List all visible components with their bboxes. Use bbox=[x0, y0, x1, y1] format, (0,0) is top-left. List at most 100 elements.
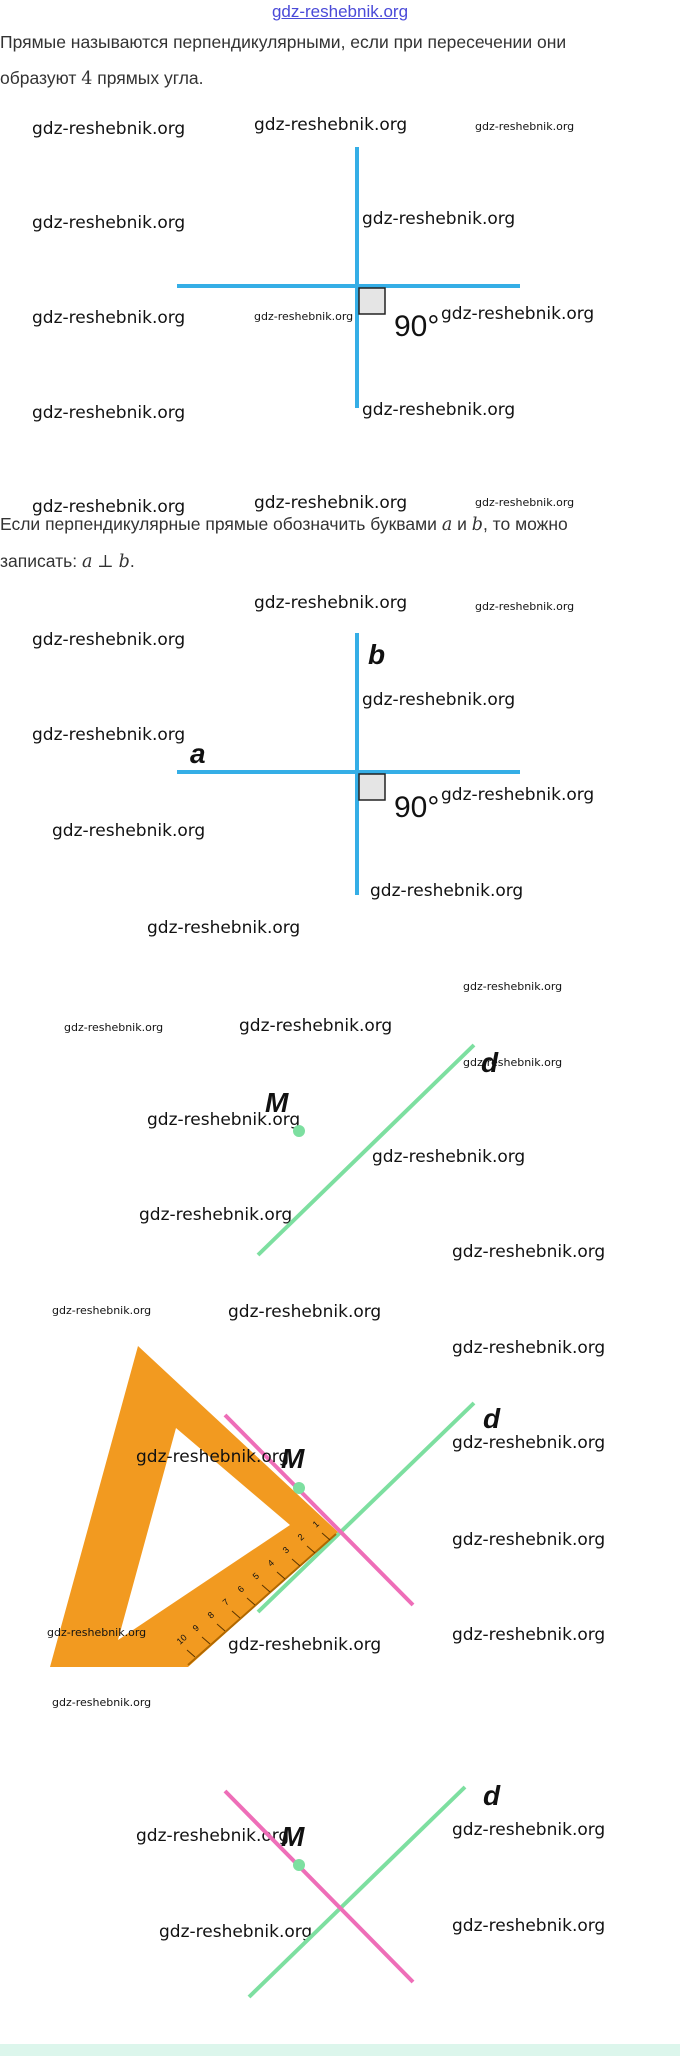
watermark: gdz-reshebnik.org bbox=[362, 690, 515, 710]
ruler-tick-label: 2 bbox=[296, 1532, 306, 1543]
watermark: gdz-reshebnik.org bbox=[147, 1110, 300, 1130]
ruler-tick-label: 9 bbox=[191, 1623, 201, 1634]
watermark: gdz-reshebnik.org bbox=[452, 1625, 605, 1645]
watermark: gdz-reshebnik.org bbox=[254, 115, 407, 135]
perpendicular-line bbox=[223, 1413, 415, 1607]
point-m bbox=[293, 1125, 305, 1137]
ruler-tick-label: 10 bbox=[175, 1632, 189, 1646]
var-b: b bbox=[471, 515, 483, 535]
watermark: gdz-reshebnik.org bbox=[463, 980, 562, 993]
ruler-tick-label: 1 bbox=[311, 1519, 321, 1530]
watermark: gdz-reshebnik.org bbox=[239, 1016, 392, 1036]
point-m bbox=[293, 1482, 305, 1494]
watermark: gdz-reshebnik.org bbox=[254, 593, 407, 613]
footer-bar bbox=[0, 2044, 680, 2056]
perpendicular-line bbox=[223, 1789, 415, 1984]
watermark: gdz-reshebnik.org bbox=[475, 600, 574, 613]
line-d bbox=[247, 1785, 467, 1999]
definition-line2-pre: образуют bbox=[0, 68, 82, 88]
notation-line2-pre: записать: bbox=[0, 551, 82, 571]
label-m: M bbox=[265, 1087, 289, 1118]
definition-line1: Прямые называются перпендикулярными, есл… bbox=[0, 32, 567, 52]
figure-line-d-point-m: gdz-reshebnik.org gdz-reshebnik.org gdz-… bbox=[64, 980, 605, 1262]
perp-symbol: ⊥ bbox=[97, 552, 114, 572]
watermark: gdz-reshebnik.org bbox=[32, 725, 185, 745]
watermark: gdz-reshebnik.org bbox=[52, 1304, 151, 1317]
watermark: gdz-reshebnik.org bbox=[159, 1922, 312, 1942]
and-word: и bbox=[452, 514, 472, 534]
notation-paragraph: Если перпендикулярные прямые обозначить … bbox=[0, 506, 568, 580]
figure-perpendicular-through-m: gdz-reshebnik.org gdz-reshebnik.org gdz-… bbox=[136, 1780, 605, 1999]
line-d bbox=[256, 1401, 476, 1614]
watermark: gdz-reshebnik.org bbox=[452, 1820, 605, 1840]
point-m bbox=[293, 1859, 305, 1871]
watermark: gdz-reshebnik.org bbox=[136, 1447, 289, 1467]
label-d: d bbox=[483, 1780, 501, 1811]
watermark: gdz-reshebnik.org bbox=[475, 120, 574, 133]
figure-triangle-construction: gdz-reshebnik.org gdz-reshebnik.org gdz-… bbox=[47, 1302, 605, 1709]
watermark: gdz-reshebnik.org bbox=[362, 209, 515, 229]
watermark: gdz-reshebnik.org bbox=[452, 1433, 605, 1453]
watermark: gdz-reshebnik.org bbox=[475, 496, 574, 509]
figure4-watermarks: gdz-reshebnik.org gdz-reshebnik.org gdz-… bbox=[52, 1302, 605, 1709]
number-four: 4 bbox=[81, 69, 93, 89]
watermark: gdz-reshebnik.org bbox=[370, 881, 523, 901]
watermark: gdz-reshebnik.org bbox=[372, 1147, 525, 1167]
ruler-tick-label: 8 bbox=[206, 1610, 216, 1621]
ruler-tick-labels: 1 2 3 4 5 6 7 8 9 10 bbox=[175, 1519, 321, 1647]
notation-line2-post: . bbox=[129, 551, 135, 571]
figure3-watermarks: gdz-reshebnik.org gdz-reshebnik.org gdz-… bbox=[64, 980, 605, 1262]
watermark: gdz-reshebnik.org bbox=[463, 1056, 562, 1069]
watermark: gdz-reshebnik.org bbox=[452, 1916, 605, 1936]
label-b: b bbox=[368, 639, 385, 670]
var-a: a bbox=[441, 515, 453, 535]
watermark: gdz-reshebnik.org bbox=[362, 400, 515, 420]
watermark: gdz-reshebnik.org bbox=[32, 630, 185, 650]
definition-line2-post: прямых угла. bbox=[92, 68, 204, 88]
watermark: gdz-reshebnik.org bbox=[47, 1626, 146, 1639]
watermark: gdz-reshebnik.org bbox=[452, 1530, 605, 1550]
watermark: gdz-reshebnik.org bbox=[147, 918, 300, 938]
label-m: M bbox=[281, 1821, 305, 1852]
watermark: gdz-reshebnik.org bbox=[441, 785, 594, 805]
right-angle-marker bbox=[358, 773, 386, 801]
watermark: gdz-reshebnik.org bbox=[228, 1302, 381, 1322]
ruler-tick-label: 5 bbox=[251, 1571, 261, 1582]
watermark: gdz-reshebnik.org bbox=[32, 497, 185, 517]
ruler-scale bbox=[186, 1532, 331, 1658]
figure1-watermarks: gdz-reshebnik.org gdz-reshebnik.org gdz-… bbox=[32, 115, 594, 517]
watermark: gdz-reshebnik.org bbox=[32, 308, 185, 328]
ruler-edge bbox=[187, 1533, 337, 1666]
watermark: gdz-reshebnik.org bbox=[136, 1826, 289, 1846]
notation-line1-pre: Если перпендикулярные прямые обозначить … bbox=[0, 514, 442, 534]
label-m: M bbox=[281, 1443, 305, 1474]
watermark: gdz-reshebnik.org bbox=[254, 493, 407, 513]
figure-lines-a-b: gdz-reshebnik.org gdz-reshebnik.org gdz-… bbox=[32, 593, 594, 938]
watermark: gdz-reshebnik.org bbox=[254, 310, 353, 323]
watermark: gdz-reshebnik.org bbox=[52, 821, 205, 841]
angle-label: 90° bbox=[394, 310, 439, 343]
ruler-tick-label: 6 bbox=[236, 1584, 246, 1595]
ruler-tick-label: 3 bbox=[281, 1545, 291, 1556]
ruler-tick-label: 7 bbox=[221, 1597, 231, 1608]
line-d bbox=[256, 1043, 476, 1257]
watermark: gdz-reshebnik.org bbox=[64, 1021, 163, 1034]
watermark: gdz-reshebnik.org bbox=[452, 1242, 605, 1262]
watermark: gdz-reshebnik.org bbox=[52, 1696, 151, 1709]
definition-paragraph: Прямые называются перпендикулярными, есл… bbox=[0, 24, 566, 97]
watermark: gdz-reshebnik.org bbox=[139, 1205, 292, 1225]
watermark: gdz-reshebnik.org bbox=[441, 304, 594, 324]
figure2-watermarks: gdz-reshebnik.org gdz-reshebnik.org gdz-… bbox=[32, 593, 594, 938]
watermark: gdz-reshebnik.org bbox=[32, 213, 185, 233]
triangle-ruler bbox=[50, 1346, 338, 1667]
watermark: gdz-reshebnik.org bbox=[32, 119, 185, 139]
angle-label: 90° bbox=[394, 791, 439, 824]
watermark: gdz-reshebnik.org bbox=[452, 1338, 605, 1358]
watermark: gdz-reshebnik.org bbox=[32, 403, 185, 423]
site-link[interactable]: gdz-reshebnik.org bbox=[271, 2, 409, 21]
ruler-tick-label: 4 bbox=[266, 1558, 276, 1569]
formula-a: a bbox=[81, 552, 93, 572]
label-d: d bbox=[483, 1403, 501, 1434]
watermark: gdz-reshebnik.org bbox=[228, 1635, 381, 1655]
notation-line1-post: , то можно bbox=[482, 514, 568, 534]
